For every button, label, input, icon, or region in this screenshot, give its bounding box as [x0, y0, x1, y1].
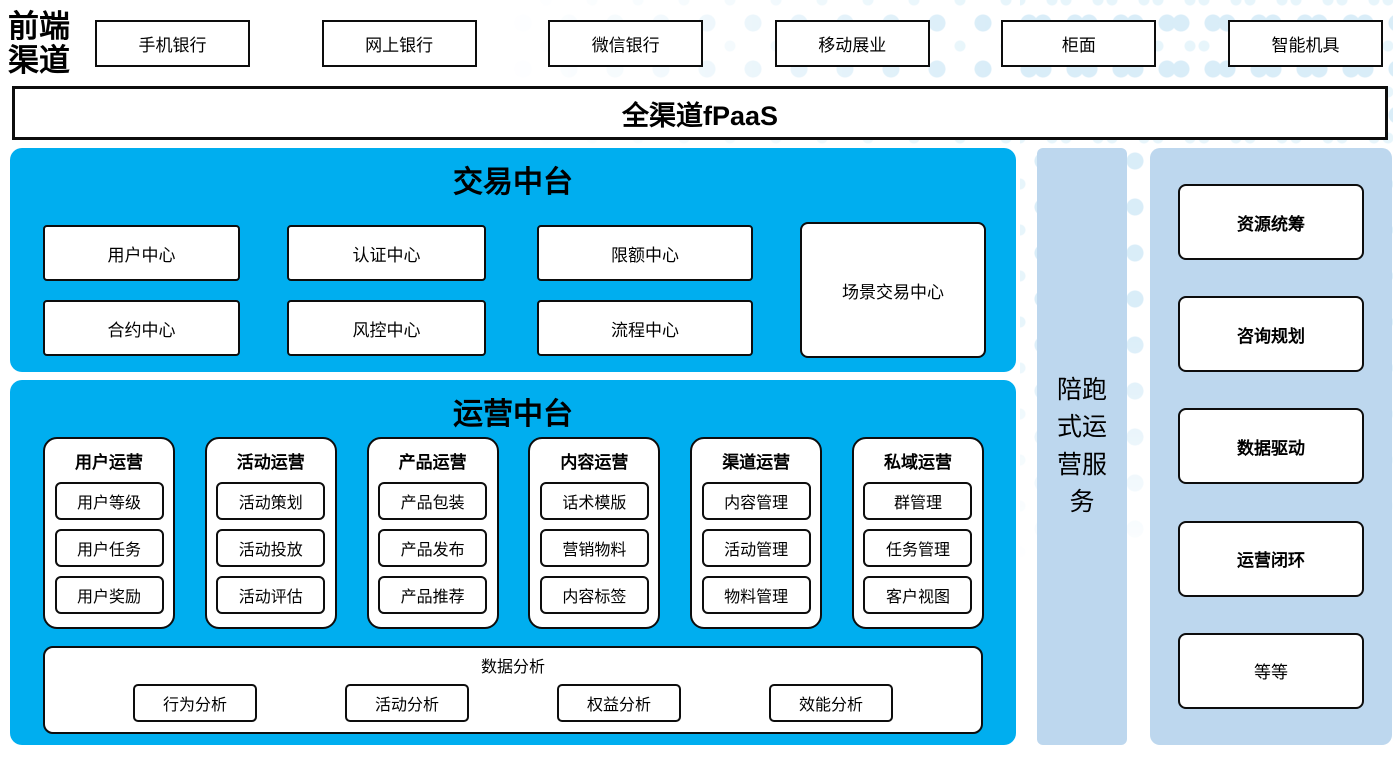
operation-platform-block: 运营中台 用户运营 用户等级 用户任务 用户奖励 活动运营 活动策划 活动投放 …: [10, 380, 1016, 745]
operation-item: 内容管理: [701, 482, 811, 520]
trade-platform-block: 交易中台 用户中心 认证中心 限额中心 合约中心 风控中心 流程中心 场景交易中…: [10, 148, 1016, 372]
operation-column-title: 活动运营: [236, 453, 305, 472]
operation-column-product: 产品运营 产品包装 产品发布 产品推荐: [366, 437, 499, 629]
channel-box-counter: 柜面: [1001, 20, 1157, 67]
operation-column-user: 用户运营 用户等级 用户任务 用户奖励: [43, 437, 175, 629]
service-box-data-driven: 数据驱动: [1178, 408, 1364, 485]
analysis-item-efficiency: 效能分析: [769, 684, 893, 722]
operation-item: 用户等级: [54, 482, 164, 520]
operation-item: 产品包装: [378, 482, 488, 520]
operation-column-title: 渠道运营: [722, 453, 791, 472]
analysis-item-behavior: 行为分析: [133, 684, 257, 722]
trade-box-scene-trade-center: 场景交易中心: [800, 222, 986, 358]
analysis-item-rights: 权益分析: [557, 684, 681, 722]
operation-item: 活动管理: [701, 529, 811, 567]
channel-box-mobile-marketing: 移动展业: [774, 20, 930, 67]
trade-box-contract-center: 合约中心: [43, 300, 240, 356]
channel-box-online-banking: 网上银行: [321, 20, 477, 67]
operation-item: 物料管理: [701, 576, 811, 614]
trade-box-auth-center: 认证中心: [287, 225, 486, 281]
companion-service-label: 陪跑式运营服务: [1056, 375, 1107, 517]
operation-item: 用户奖励: [54, 576, 164, 614]
operation-platform-title: 运营中台: [453, 398, 573, 431]
operation-item: 内容标签: [539, 576, 649, 614]
trade-box-user-center: 用户中心: [43, 225, 240, 281]
analysis-item-activity: 活动分析: [345, 684, 469, 722]
operation-item: 产品发布: [378, 529, 488, 567]
data-analysis-panel: 数据分析 行为分析 活动分析 权益分析 效能分析: [43, 646, 983, 734]
operation-column-title: 内容运营: [560, 453, 629, 472]
front-channels-label: 前端渠道: [8, 9, 70, 79]
operation-item: 话术模版: [539, 482, 649, 520]
companion-service-band: 陪跑式运营服务: [1037, 148, 1127, 745]
channel-box-smart-devices: 智能机具: [1227, 20, 1383, 67]
channel-box-wechat-banking: 微信银行: [548, 20, 704, 67]
operation-column-content: 内容运营 话术模版 营销物料 内容标签: [528, 437, 661, 629]
services-panel: 资源统筹 咨询规划 数据驱动 运营闭环 等等: [1150, 148, 1392, 745]
service-box-etc: 等等: [1178, 632, 1364, 709]
trade-box-risk-center: 风控中心: [287, 300, 486, 356]
operation-column-title: 产品运营: [398, 453, 467, 472]
operation-item: 任务管理: [863, 529, 973, 567]
operation-item: 用户任务: [54, 529, 164, 567]
operation-item: 营销物料: [539, 529, 649, 567]
operation-item: 群管理: [863, 482, 973, 520]
operation-item: 产品推荐: [378, 576, 488, 614]
trade-platform-title: 交易中台: [453, 166, 573, 199]
operation-column-title: 用户运营: [75, 453, 143, 472]
operation-item: 活动评估: [216, 576, 326, 614]
operation-item: 客户视图: [863, 576, 973, 614]
operation-column-title: 私域运营: [883, 453, 952, 472]
data-analysis-title: 数据分析: [480, 659, 545, 676]
fpaas-bar: 全渠道fPaaS: [12, 86, 1388, 140]
data-analysis-row: 行为分析 活动分析 权益分析 效能分析: [45, 684, 981, 722]
service-box-consulting: 咨询规划: [1178, 296, 1364, 373]
operation-column-private-domain: 私域运营 群管理 任务管理 客户视图: [851, 437, 984, 629]
operation-column-channel: 渠道运营 内容管理 活动管理 物料管理: [690, 437, 823, 629]
trade-box-process-center: 流程中心: [537, 300, 753, 356]
channel-box-mobile-banking: 手机银行: [95, 20, 250, 67]
trade-box-limit-center: 限额中心: [537, 225, 753, 281]
front-channels-row: 手机银行 网上银行 微信银行 移动展业 柜面 智能机具: [95, 20, 1383, 67]
operation-item: 活动投放: [216, 529, 326, 567]
operation-item: 活动策划: [216, 482, 326, 520]
operation-column-activity: 活动运营 活动策划 活动投放 活动评估: [204, 437, 337, 629]
service-box-resource-planning: 资源统筹: [1178, 184, 1364, 261]
operation-columns-row: 用户运营 用户等级 用户任务 用户奖励 活动运营 活动策划 活动投放 活动评估 …: [43, 437, 984, 629]
service-box-operation-loop: 运营闭环: [1178, 520, 1364, 597]
